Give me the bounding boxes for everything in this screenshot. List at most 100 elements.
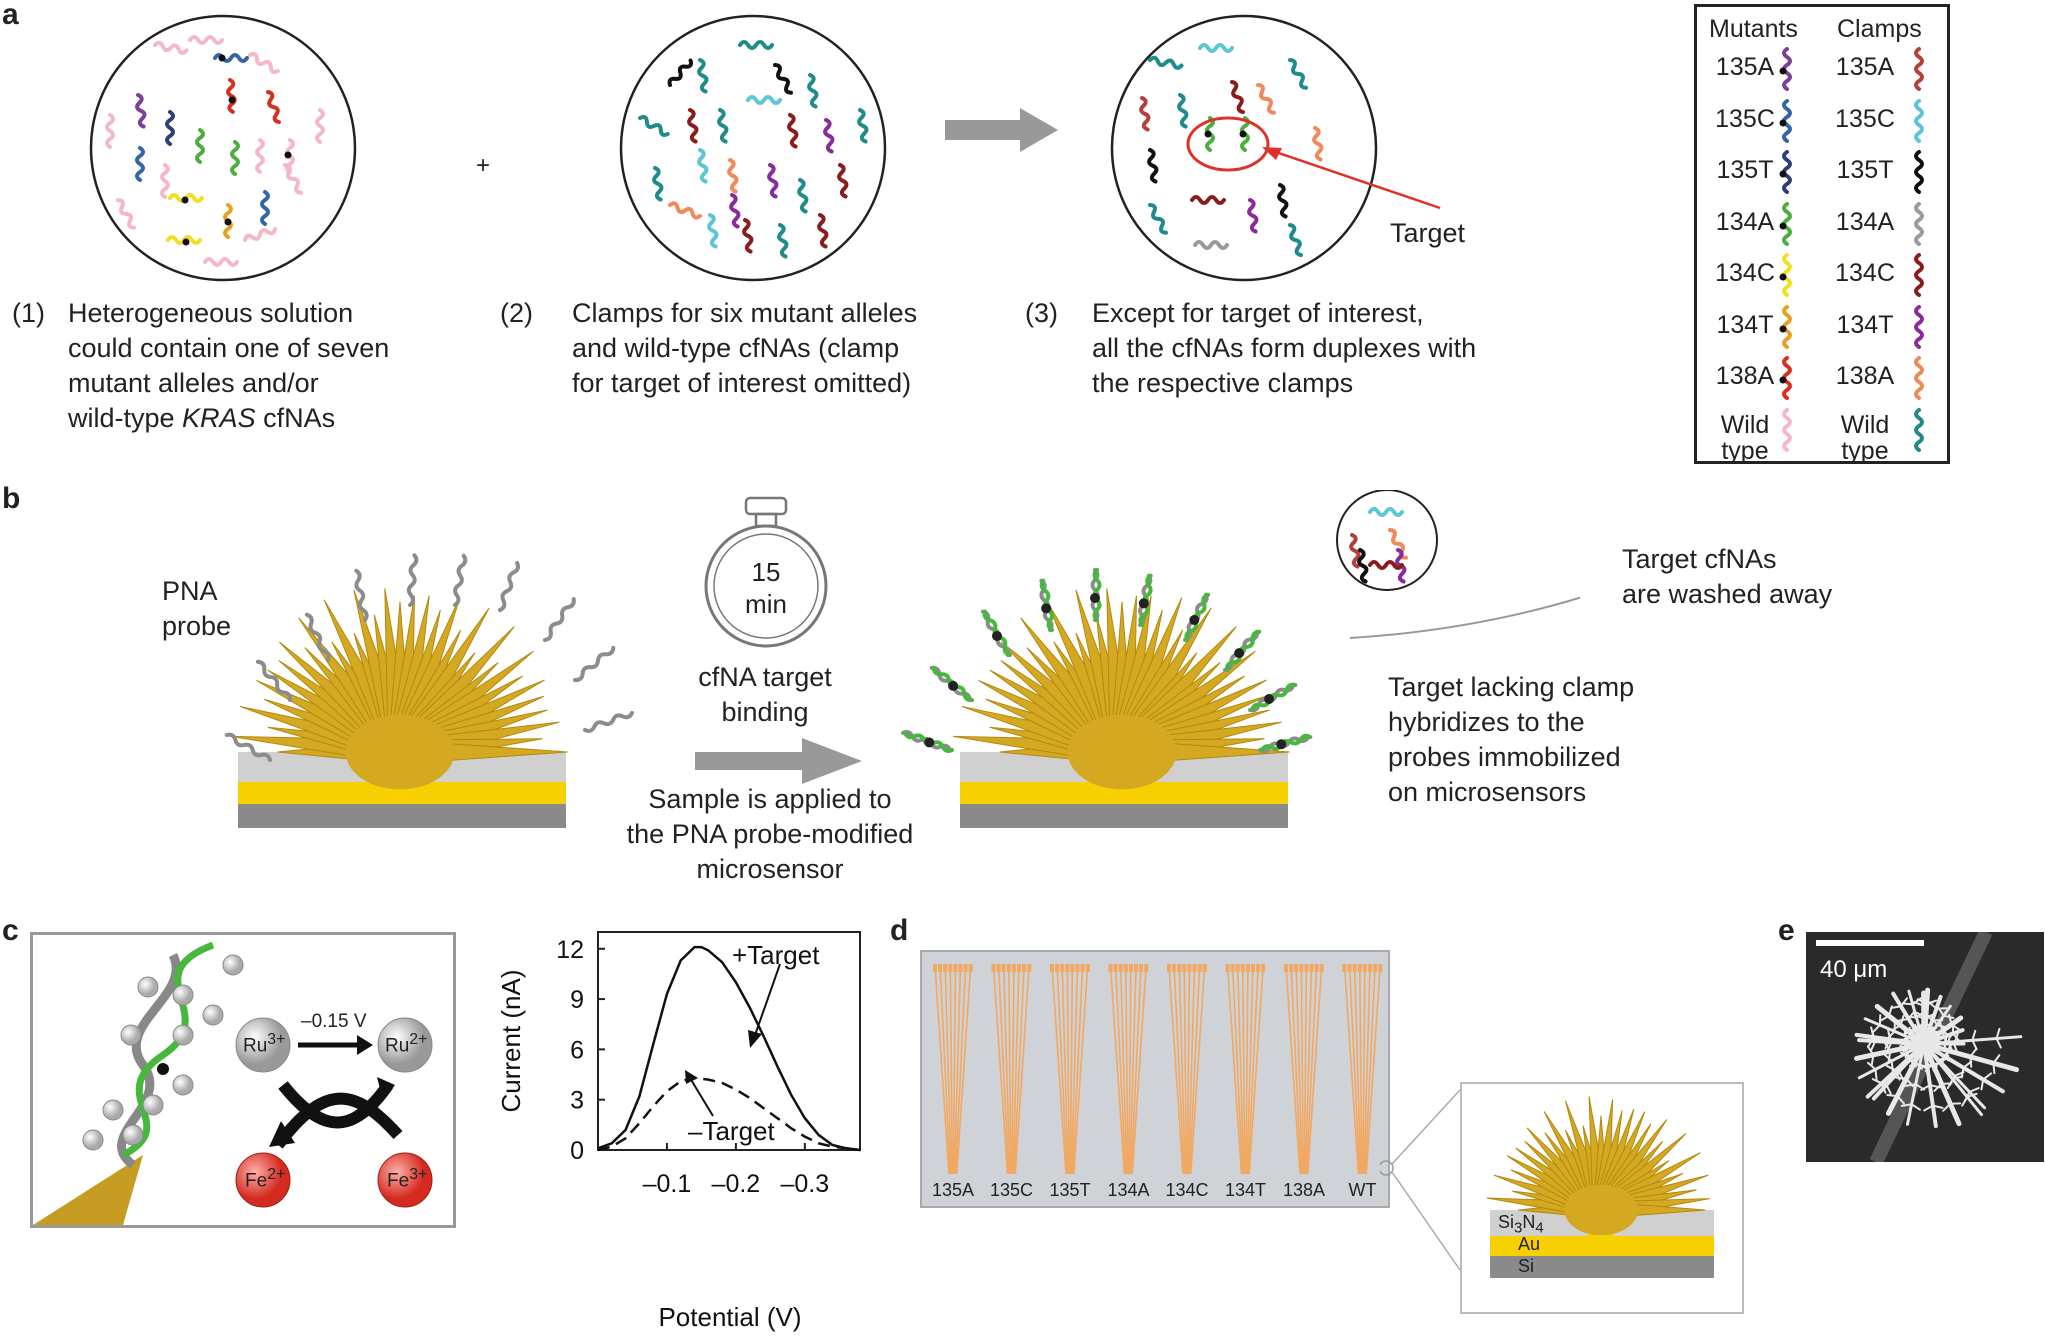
sensor-label-138a: 138A	[1282, 1180, 1326, 1200]
target-label: Target	[1390, 218, 1466, 248]
x-tick-label: –0.1	[643, 1170, 692, 1198]
legend-clamp-label: 134T	[1836, 310, 1894, 339]
sensor-label-134t: 134T	[1224, 1180, 1267, 1200]
step-3-number: (3)	[1025, 298, 1058, 328]
legend-clamp-swatch	[1914, 201, 1924, 246]
binding-label: cfNA target binding	[698, 662, 832, 727]
legend-clamp-label: 135T	[1836, 156, 1894, 184]
y-axis-label: Current (nA)	[496, 969, 526, 1112]
legend-clamp-swatch	[1914, 304, 1924, 349]
sensor-label-135c: 135C	[989, 1180, 1034, 1200]
zoom-inset: Si3N4 Au Si	[1460, 1082, 1744, 1314]
pna-probe-label: PNA probe	[162, 576, 232, 641]
layer-si-label: Si	[1518, 1256, 1535, 1276]
sensor-label-wt: WT	[1348, 1180, 1377, 1200]
legend-swatches	[1779, 150, 1924, 194]
electrode-group-135c	[991, 964, 1032, 1175]
electrode-group-134a	[1108, 964, 1149, 1175]
legend-swatches	[1779, 356, 1924, 400]
redox-schematic	[33, 941, 433, 1225]
sem-crystal	[1854, 932, 2023, 1162]
electrode-group-135t	[1050, 964, 1090, 1175]
sample-label: Sample is applied to the PNA probe-modif…	[626, 784, 914, 884]
panel-b-graphics	[223, 490, 1580, 828]
y-tick-label: 0	[570, 1137, 584, 1165]
legend-clamp-swatch	[1914, 356, 1924, 400]
ru3-ball	[235, 1017, 291, 1073]
ru2-label: Ru2+	[385, 1031, 428, 1057]
series-label-target: +Target	[732, 940, 820, 970]
electrode-tip	[33, 1155, 143, 1225]
step-1-caption: Heterogeneous solution could contain one…	[68, 298, 390, 433]
legend-mutant-label: 138A	[1715, 362, 1775, 390]
solution-circle-1	[89, 14, 357, 282]
legend-clamp-label: 135A	[1835, 53, 1895, 81]
ru2-ball	[377, 1017, 433, 1073]
x-axis-label: Potential (V)	[658, 1302, 801, 1332]
binding-arrow	[695, 738, 862, 784]
sensor-left	[231, 588, 568, 828]
electrode-group-wt	[1342, 964, 1383, 1175]
legend-swatches	[1779, 201, 1924, 246]
panel-label-b: b	[2, 482, 21, 515]
y-tick-label: 6	[570, 1036, 584, 1064]
electrode-group-134t	[1225, 964, 1266, 1175]
step-1-number: (1)	[12, 298, 45, 328]
x-tick-label: –0.3	[781, 1170, 830, 1198]
legend-swatches	[1782, 407, 1924, 452]
step-2-caption: Clamps for six mutant alleles and wild-t…	[572, 298, 918, 398]
legend-mutant-label: 134C	[1715, 259, 1775, 287]
legend-swatches	[1779, 98, 1924, 143]
plus-sign: +	[476, 152, 491, 179]
legend-mutant-label: 135C	[1715, 104, 1775, 133]
legend-swatches	[1779, 304, 1924, 349]
sensor-label-134a: 134A	[1107, 1180, 1150, 1200]
panel-label-a: a	[2, 0, 19, 31]
electrode-group-134c	[1167, 964, 1207, 1175]
target-ellipse	[1186, 116, 1270, 172]
electrode-group-135a	[933, 964, 973, 1175]
layer-au-label: Au	[1518, 1234, 1541, 1254]
legend-mutant-label: 135A	[1715, 53, 1775, 81]
fe2-ball	[235, 1152, 291, 1208]
legend-clamp-label: Wild type	[1840, 410, 1890, 465]
timer-readout: 15 min	[745, 557, 787, 619]
sensor-label-134c: 134C	[1165, 1180, 1209, 1200]
chip-electrodes	[933, 964, 1383, 1175]
legend-clamp-swatch	[1914, 253, 1924, 297]
legend-swatches	[1779, 47, 1924, 91]
stopwatch-icon	[704, 496, 828, 648]
legend-clamp-label: 134C	[1835, 259, 1895, 287]
legend-header-mutants: Mutants	[1709, 15, 1798, 43]
legend-clamp-swatch	[1914, 98, 1924, 143]
series-line-target	[597, 945, 861, 1152]
legend-clamp-swatch	[1914, 407, 1924, 452]
fe2-label: Fe2+	[245, 1166, 286, 1192]
panel-label-e: e	[1778, 914, 1795, 947]
fe3-label: Fe3+	[387, 1166, 428, 1192]
step-arrow	[945, 108, 1058, 152]
hybridize-label: Target lacking clamp hybridizes to the p…	[1388, 672, 1635, 807]
redox-schematic-frame: Ru3+ Ru2+ Fe2+ Fe3+ –0.15 V	[30, 932, 456, 1228]
sensor-label-135a: 135A	[931, 1180, 975, 1200]
y-tick-label: 9	[570, 986, 584, 1014]
ru3-label: Ru3+	[243, 1031, 286, 1057]
legend-header-clamps: Clamps	[1837, 15, 1922, 43]
legend-mutant-swatch	[1782, 407, 1792, 452]
series-line-no-target	[597, 1076, 861, 1152]
washed-label: Target cfNAs are washed away	[1622, 544, 1833, 609]
scale-bar-label: 40 μm	[1820, 956, 1888, 983]
inset-sensor	[1486, 1096, 1714, 1278]
fe3-ball	[377, 1152, 433, 1208]
legend-clamp-swatch	[1914, 47, 1924, 91]
step-2-number: (2)	[500, 298, 533, 328]
legend-mutant-label: Wild type	[1720, 410, 1770, 465]
legend-clamp-swatch	[1914, 150, 1924, 194]
legend-clamp-label: 135C	[1835, 104, 1895, 133]
scale-bar	[1816, 940, 1924, 946]
voltage-label: –0.15 V	[301, 1011, 367, 1032]
target-pointer-line	[1269, 148, 1441, 210]
layer-si3n4-label: Si3N4	[1498, 1212, 1544, 1237]
y-tick-label: 3	[570, 1087, 584, 1115]
